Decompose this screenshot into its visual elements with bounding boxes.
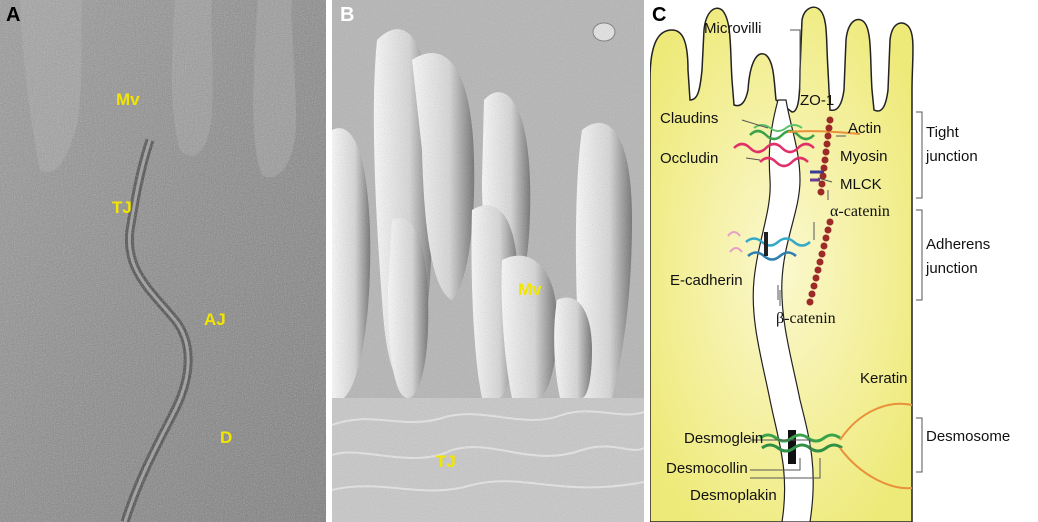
label-actin: Actin: [848, 120, 881, 137]
label-aj-a: AJ: [204, 310, 226, 330]
label-adherens-junction-line1: Adherens: [926, 236, 990, 253]
label-mlck: MLCK: [840, 176, 882, 193]
label-desmoplakin: Desmoplakin: [690, 487, 777, 504]
label-occludin: Occludin: [660, 150, 718, 167]
label-tight-junction-line2: junction: [926, 148, 978, 165]
label-d-a: D: [220, 428, 232, 448]
label-myosin: Myosin: [840, 148, 888, 165]
label-beta-catenin: β-catenin: [776, 310, 836, 328]
panel-c-schematic: C Microvilli ZO-1 Claudins Actin Occludi…: [650, 0, 1038, 522]
panel-b-freeze-fracture: B Mv TJ: [332, 0, 644, 522]
label-mv-b: Mv: [518, 280, 542, 300]
label-zo1: ZO-1: [800, 92, 834, 109]
label-microvilli: Microvilli: [704, 20, 762, 37]
label-desmoglein: Desmoglein: [684, 430, 763, 447]
label-tj-b: TJ: [436, 452, 456, 472]
label-tj-a: TJ: [112, 198, 132, 218]
panel-a-image: [0, 0, 326, 522]
label-tight-junction-line1: Tight: [926, 124, 959, 141]
panel-a-letter: A: [6, 4, 20, 27]
label-mv-a: Mv: [116, 90, 140, 110]
panel-b-image: [332, 0, 644, 522]
label-alpha-catenin: α-catenin: [830, 203, 890, 221]
label-e-cadherin: E-cadherin: [670, 272, 743, 289]
label-keratin: Keratin: [860, 370, 908, 387]
label-desmosome: Desmosome: [926, 428, 1010, 445]
label-desmocollin: Desmocollin: [666, 460, 748, 477]
panel-c-letter: C: [652, 4, 666, 27]
label-adherens-junction-line2: junction: [926, 260, 978, 277]
label-claudins: Claudins: [660, 110, 718, 127]
panel-a-tem-micrograph: A Mv TJ AJ D: [0, 0, 326, 522]
panel-b-letter: B: [340, 4, 354, 27]
